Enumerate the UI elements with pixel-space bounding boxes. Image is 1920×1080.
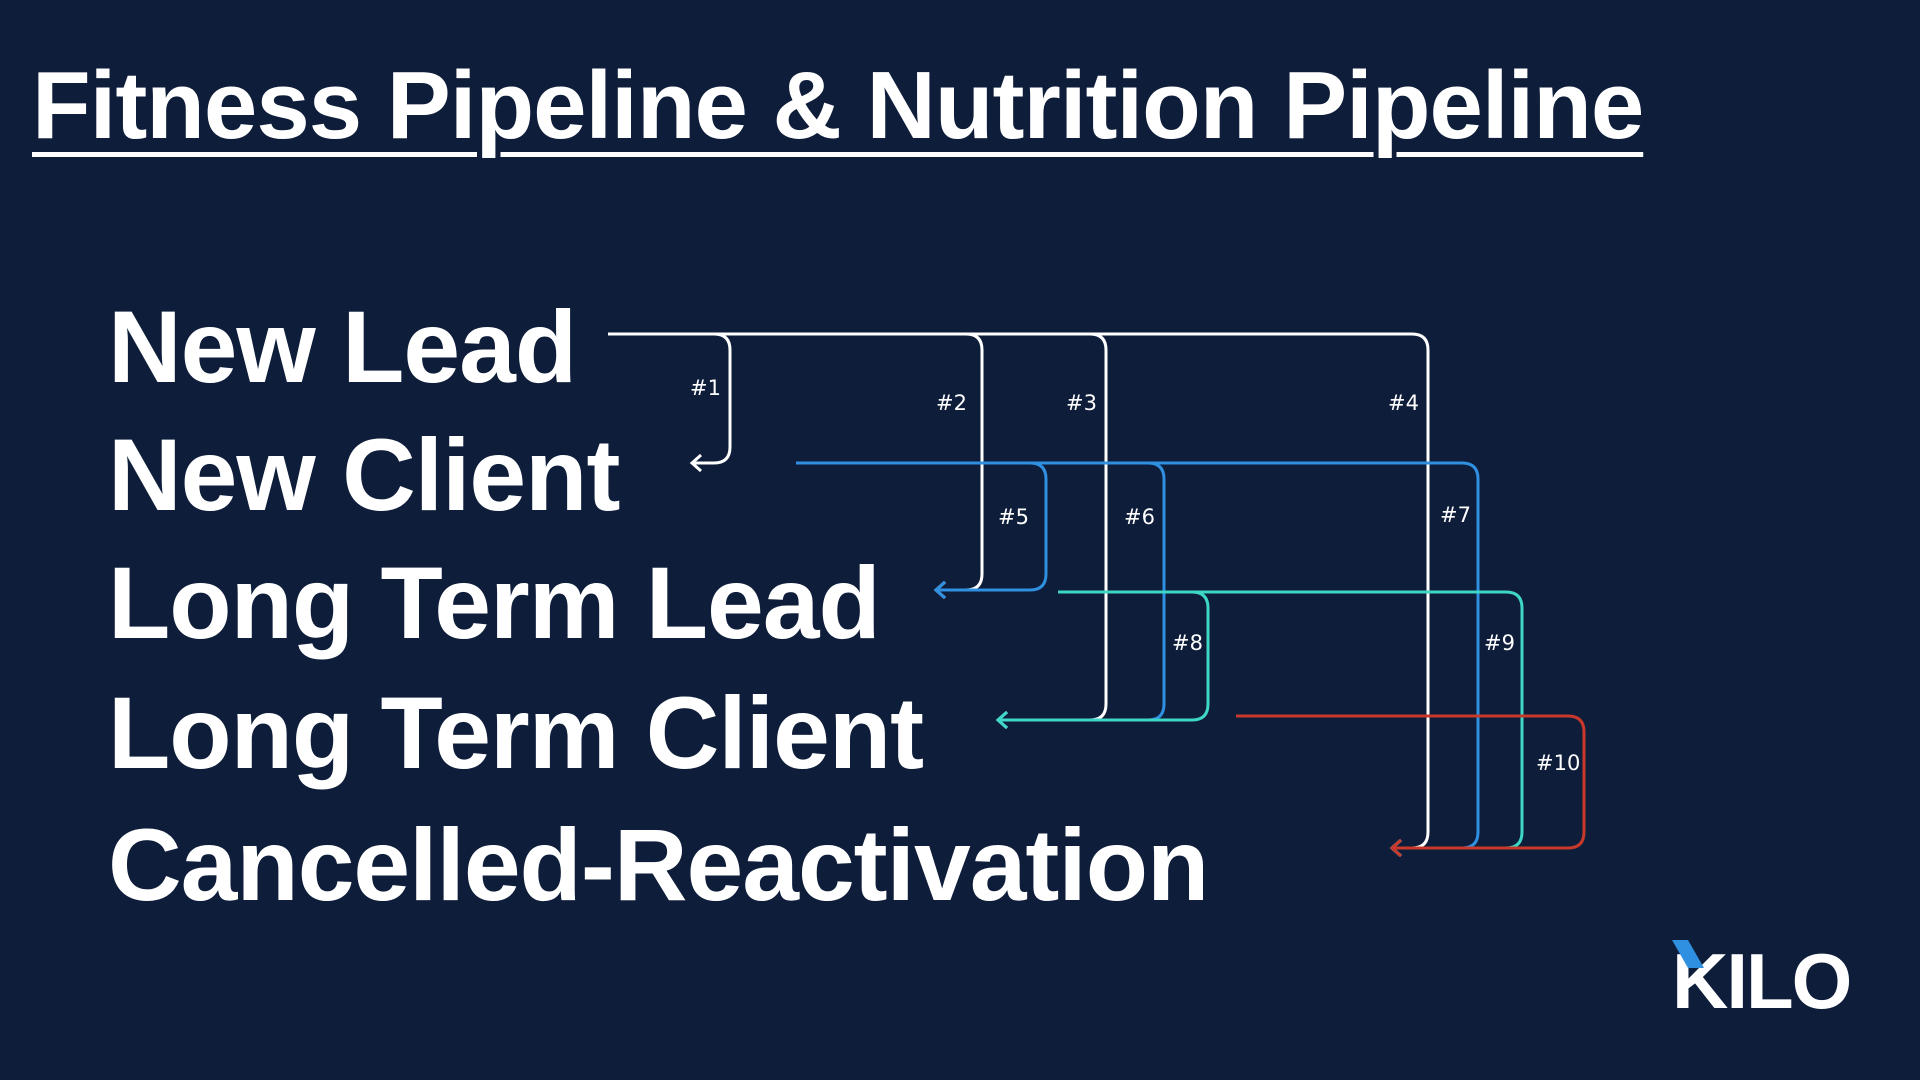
transition-label-7: #7: [1440, 503, 1471, 527]
stage-long-term-client: Long Term Client: [108, 676, 924, 790]
transition-label-1: #1: [690, 376, 721, 400]
transition-line-3: [608, 332, 1108, 722]
transition-label-10: #10: [1536, 751, 1580, 775]
stage-new-lead: New Lead: [108, 290, 577, 404]
arrowhead-icon: [689, 453, 702, 473]
transition-label-4: #4: [1388, 391, 1419, 415]
transition-label-5: #5: [998, 505, 1029, 529]
transition-line-8: [998, 590, 1210, 722]
arrowhead-icon: [1389, 838, 1402, 858]
stage-new-client: New Client: [108, 418, 620, 532]
transition-label-2: #2: [936, 391, 967, 415]
transition-label-3: #3: [1066, 391, 1097, 415]
stage-long-term-lead: Long Term Lead: [108, 546, 881, 660]
transition-label-8: #8: [1172, 631, 1203, 655]
kilo-logo: KILO: [1672, 942, 1852, 1020]
transition-label-9: #9: [1484, 631, 1515, 655]
page-title: Fitness Pipeline & Nutrition Pipeline: [32, 52, 1644, 159]
transition-line-10: [1236, 714, 1586, 850]
transition-label-6: #6: [1124, 505, 1155, 529]
kilo-logo-text: KILO: [1672, 937, 1852, 1025]
arrowhead-icon: [933, 580, 946, 600]
kilo-logo-accent-icon: [1672, 940, 1704, 968]
stage-cancelled-reactivation: Cancelled-Reactivation: [108, 808, 1209, 922]
arrowhead-icon: [995, 710, 1008, 730]
